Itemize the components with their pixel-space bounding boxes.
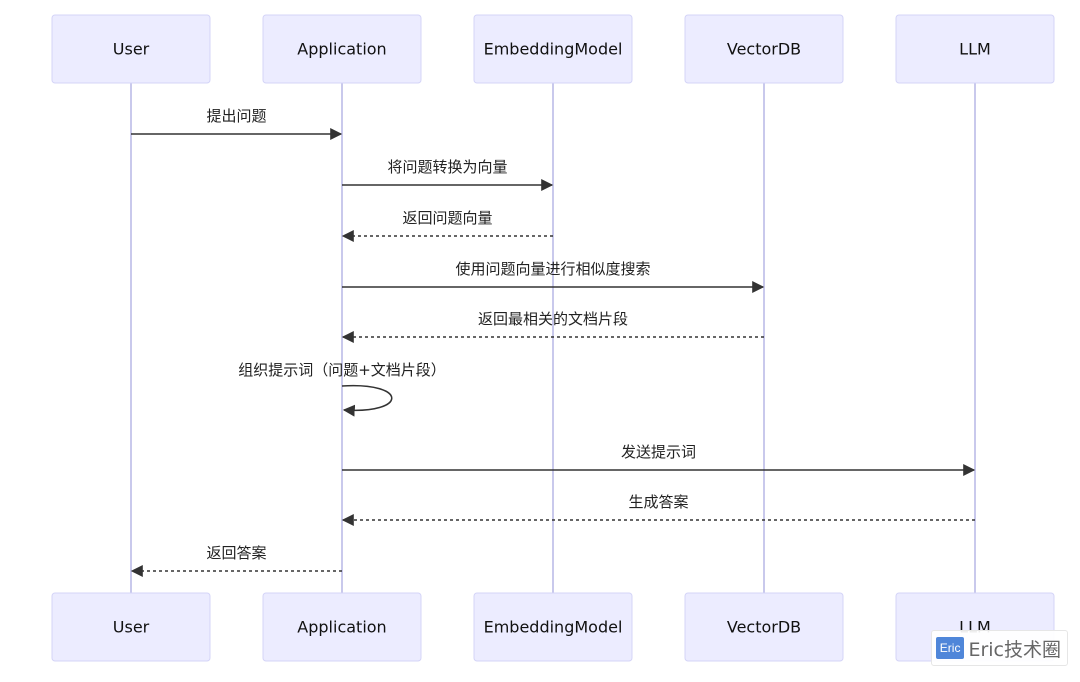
actor-label: Application	[297, 618, 386, 637]
actor-vdb-bottom: VectorDB	[684, 592, 844, 662]
actor-label: VectorDB	[727, 618, 801, 637]
actor-box	[684, 592, 844, 662]
message-label: 返回最相关的文档片段	[478, 310, 628, 328]
actor-label: User	[113, 40, 150, 59]
actor-app-top: Application	[262, 14, 422, 84]
actor-box	[895, 14, 1055, 84]
message-label: 生成答案	[628, 493, 688, 511]
actor-embed-top: EmbeddingModel	[473, 14, 633, 84]
actor-box	[51, 14, 211, 84]
actor-box	[684, 14, 844, 84]
message-6: 组织提示词（问题+文档片段）	[238, 361, 446, 417]
message-1: 提出问题	[131, 107, 343, 140]
actor-user-bottom: User	[51, 592, 211, 662]
actor-box	[262, 14, 422, 84]
actor-box	[51, 592, 211, 662]
actor-label: EmbeddingModel	[484, 618, 623, 637]
actor-label: LLM	[959, 40, 991, 59]
message-label: 组织提示词（问题+文档片段）	[238, 361, 446, 379]
message-label: 提出问题	[206, 107, 266, 125]
message-label: 使用问题向量进行相似度搜索	[455, 260, 650, 278]
watermark-logo: Eric	[935, 637, 965, 659]
message-2: 将问题转换为向量	[342, 158, 554, 191]
actor-label: EmbeddingModel	[484, 40, 623, 59]
message-4: 使用问题向量进行相似度搜索	[342, 260, 765, 293]
message-label: 发送提示词	[621, 443, 696, 461]
actor-app-bottom: Application	[262, 592, 422, 662]
watermark-text: Eric技术圈	[968, 638, 1061, 661]
actor-label: Application	[297, 40, 386, 59]
message-8: 生成答案	[341, 493, 975, 526]
self-loop-arrow	[341, 384, 393, 417]
message-label: 返回问题向量	[402, 209, 492, 227]
actor-vdb-top: VectorDB	[684, 14, 844, 84]
message-5: 返回最相关的文档片段	[341, 310, 764, 343]
message-3: 返回问题向量	[341, 209, 553, 242]
actor-label: VectorDB	[727, 40, 801, 59]
message-7: 发送提示词	[342, 443, 976, 476]
watermark-badge: Eric Eric技术圈	[930, 630, 1068, 666]
actor-embed-bottom: EmbeddingModel	[473, 592, 633, 662]
actor-box	[473, 592, 633, 662]
actor-box	[262, 592, 422, 662]
message-9: 返回答案	[130, 544, 342, 577]
actor-box	[473, 14, 633, 84]
message-label: 将问题转换为向量	[387, 158, 507, 176]
actor-llm-top: LLM	[895, 14, 1055, 84]
message-label: 返回答案	[206, 544, 266, 562]
actor-user-top: User	[51, 14, 211, 84]
actor-label: User	[113, 618, 150, 637]
